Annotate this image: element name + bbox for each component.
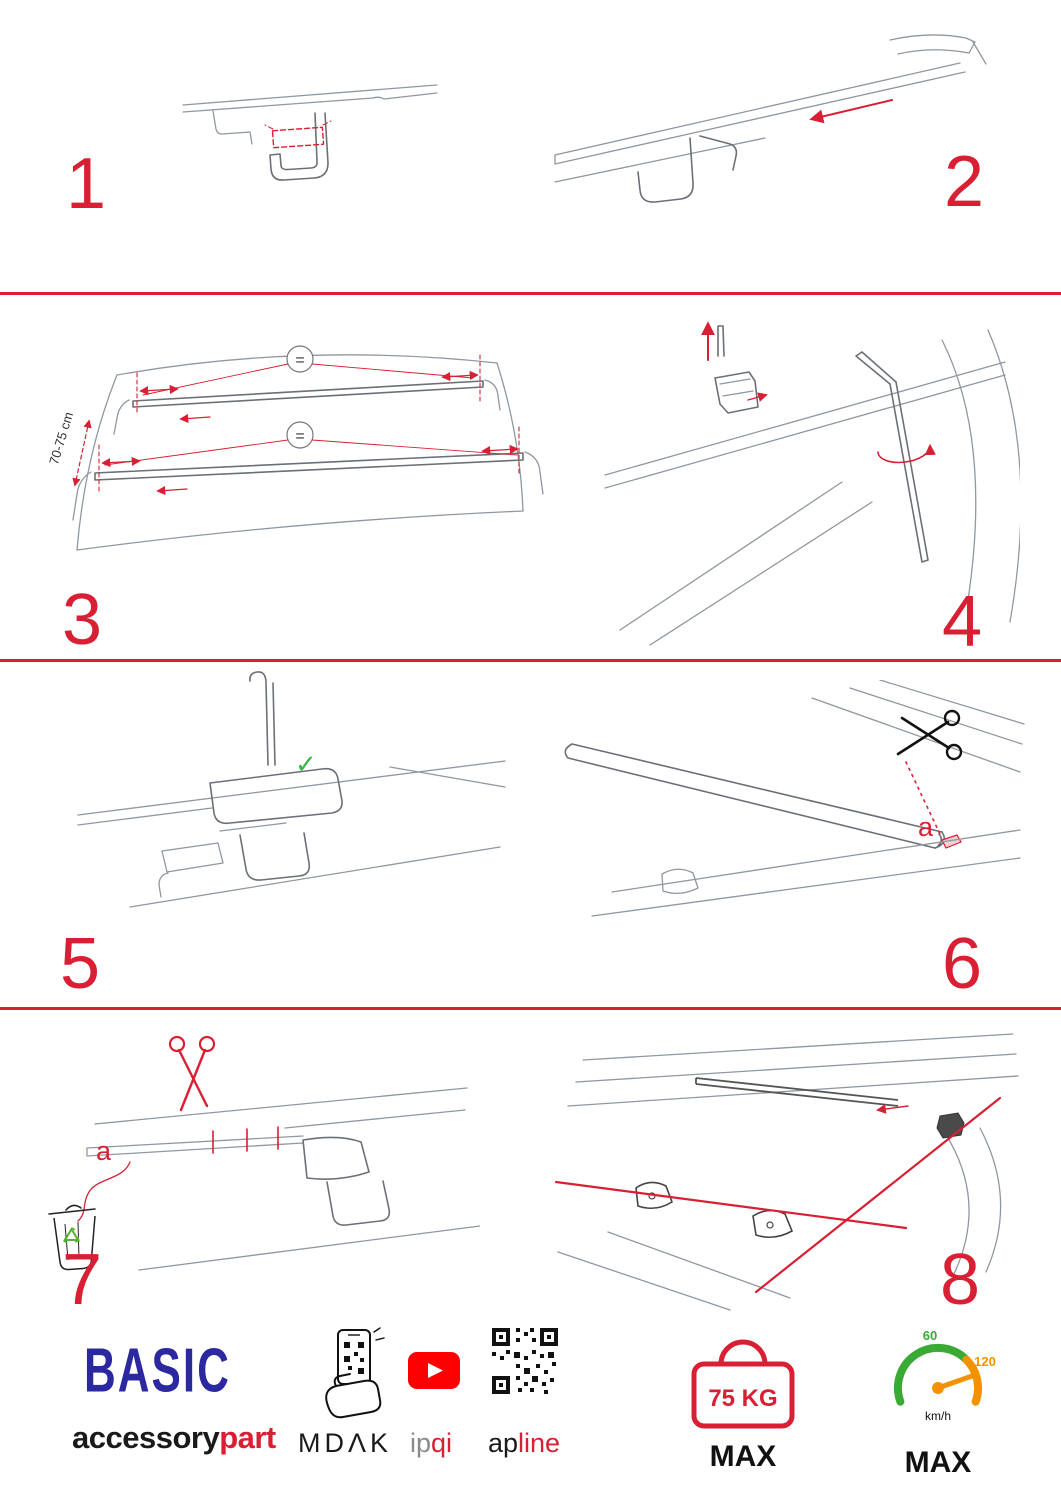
crossbar-rear — [72, 451, 544, 521]
qr-code-icon — [492, 1328, 558, 1394]
step-number-8: 8 — [940, 1240, 981, 1320]
step-number-4: 4 — [942, 582, 983, 662]
clamp-body — [158, 767, 343, 898]
insert-arrow — [701, 321, 768, 402]
partner-ipqi-gray: ip — [410, 1428, 432, 1458]
svg-text:120: 120 — [974, 1354, 996, 1369]
weight-icon: 75 KG — [691, 1339, 795, 1429]
fixing-rod — [249, 671, 276, 766]
recycle-icon — [63, 1227, 80, 1244]
partner-apline: apline — [488, 1428, 560, 1459]
partner-apline-red: line — [518, 1428, 561, 1458]
clamp-hook — [269, 112, 329, 181]
step2-illustration — [554, 34, 987, 203]
svg-text:=: = — [295, 428, 304, 445]
partner-mdak: MDΛK — [298, 1428, 393, 1458]
needle — [932, 1373, 975, 1394]
partner-ipqi: ipqi — [410, 1428, 452, 1459]
allen-key-icon — [855, 351, 936, 563]
clamp-body — [714, 325, 759, 414]
rubber-strip-end — [941, 834, 962, 849]
scissors-icon — [896, 709, 963, 835]
roof-bar — [695, 1077, 965, 1139]
clamp-hook — [637, 135, 738, 203]
brand-subtitle-red: part — [219, 1420, 276, 1455]
partner-apline-black: ap — [488, 1428, 519, 1458]
svg-text:75 KG: 75 KG — [708, 1385, 777, 1412]
step7-illustration — [48, 1035, 480, 1271]
step3-illustration: = = — [72, 345, 544, 551]
brand-logo: BASIC — [84, 1336, 231, 1406]
section-divider-2 — [0, 659, 1061, 662]
label-a: a — [918, 812, 934, 842]
hand-shape — [325, 1373, 382, 1419]
phone-qr-pattern — [344, 1342, 364, 1374]
phone-qr-icon — [325, 1327, 385, 1419]
step6-illustration — [564, 680, 1025, 917]
step1-illustration — [182, 84, 438, 181]
speed-max-label: MAX — [904, 1446, 972, 1479]
alignment-lines — [554, 1096, 1002, 1294]
rubber-strip — [86, 1126, 304, 1157]
equal-badge: = — [104, 421, 518, 466]
crossbar-front — [113, 379, 501, 435]
dimension-arrows — [72, 354, 520, 496]
step5-illustration — [77, 671, 506, 908]
scissors-icon — [168, 1035, 216, 1112]
speedometer-icon: 60 120 km/h — [893, 1328, 996, 1423]
section-divider-1 — [0, 292, 1061, 295]
brand-subtitle: accessorypart — [72, 1420, 276, 1456]
step-number-3: 3 — [62, 580, 103, 660]
svg-text:km/h: km/h — [925, 1409, 951, 1423]
step4-illustration — [604, 321, 1020, 646]
svg-text:=: = — [295, 352, 304, 369]
equal-badge: = — [142, 345, 474, 396]
brand-subtitle-black: accessory — [72, 1420, 220, 1455]
clamp-body — [94, 1087, 480, 1271]
discard-line — [77, 1161, 131, 1222]
check-mark: ✓ — [295, 750, 317, 780]
section-divider-3 — [0, 1007, 1061, 1010]
roof-bar — [564, 743, 946, 849]
step-number-1: 1 — [66, 144, 107, 224]
weight-max-label: MAX — [709, 1440, 777, 1473]
label-a: a — [96, 1136, 112, 1166]
trash-icon — [48, 1204, 96, 1271]
step8-illustration — [554, 1033, 1019, 1311]
step-number-7: 7 — [62, 1240, 103, 1320]
slide-arrow — [809, 99, 893, 124]
partner-ipqi-red: qi — [431, 1428, 453, 1458]
step-number-2: 2 — [944, 142, 985, 222]
step-number-5: 5 — [60, 924, 101, 1004]
svg-text:60: 60 — [923, 1328, 937, 1343]
highlight-pad — [264, 120, 332, 149]
step-number-6: 6 — [942, 924, 983, 1004]
youtube-icon — [408, 1352, 460, 1389]
